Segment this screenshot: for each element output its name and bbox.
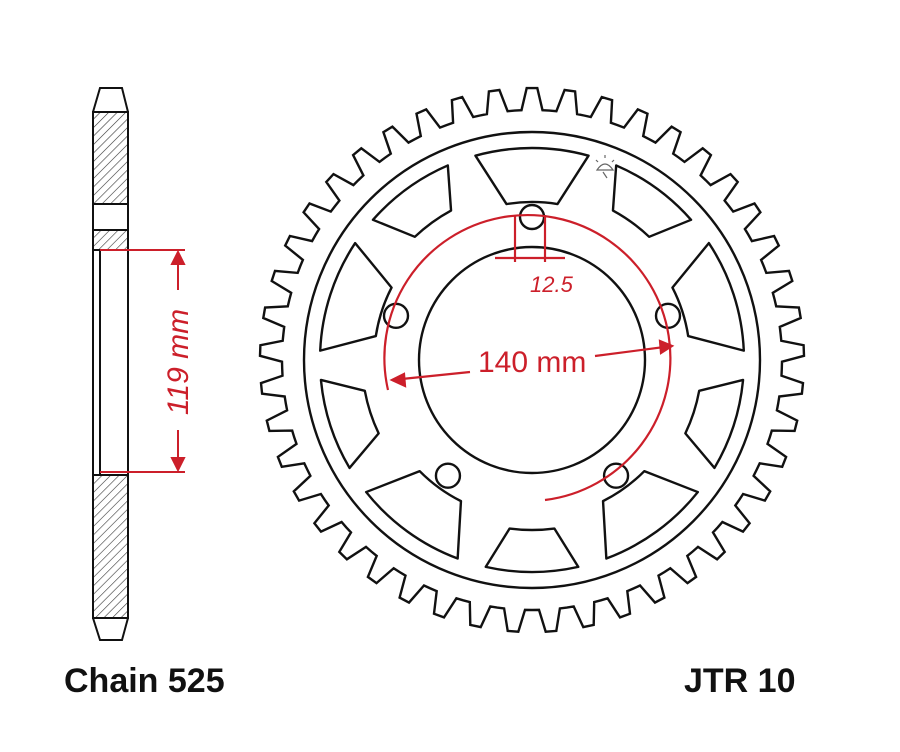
- window-cutout: [474, 146, 590, 206]
- window-cutout: [611, 164, 693, 239]
- bolt-hole: [434, 462, 462, 489]
- part-number-label: JTR 10: [684, 662, 796, 700]
- window-cutout: [684, 378, 745, 470]
- side-view: [92, 87, 129, 641]
- bolt-hole: [602, 462, 630, 489]
- bolt-hole-label: 12.5: [530, 272, 574, 297]
- window-cutout: [601, 469, 700, 560]
- logo-icon: [595, 155, 615, 179]
- window-cutout: [319, 378, 380, 470]
- sprocket-front-view: [258, 86, 806, 633]
- center-bore: [417, 245, 647, 475]
- window-cutout: [671, 241, 745, 352]
- window-cutout: [371, 164, 453, 239]
- window-cutout: [319, 241, 393, 352]
- sprocket-teeth: [258, 86, 806, 633]
- pcd-dimension: [383, 213, 675, 502]
- pcd-label: 140 mm: [478, 346, 586, 379]
- bolt-hole: [654, 302, 682, 330]
- window-cutout: [364, 469, 463, 560]
- window-cutout: [484, 527, 580, 574]
- hub-height-dimension: [100, 249, 186, 473]
- bolt-hole: [518, 203, 546, 231]
- hub-height-label: 119 mm: [162, 309, 195, 415]
- chain-label: Chain 525: [64, 662, 225, 700]
- inner-ring: [302, 130, 762, 590]
